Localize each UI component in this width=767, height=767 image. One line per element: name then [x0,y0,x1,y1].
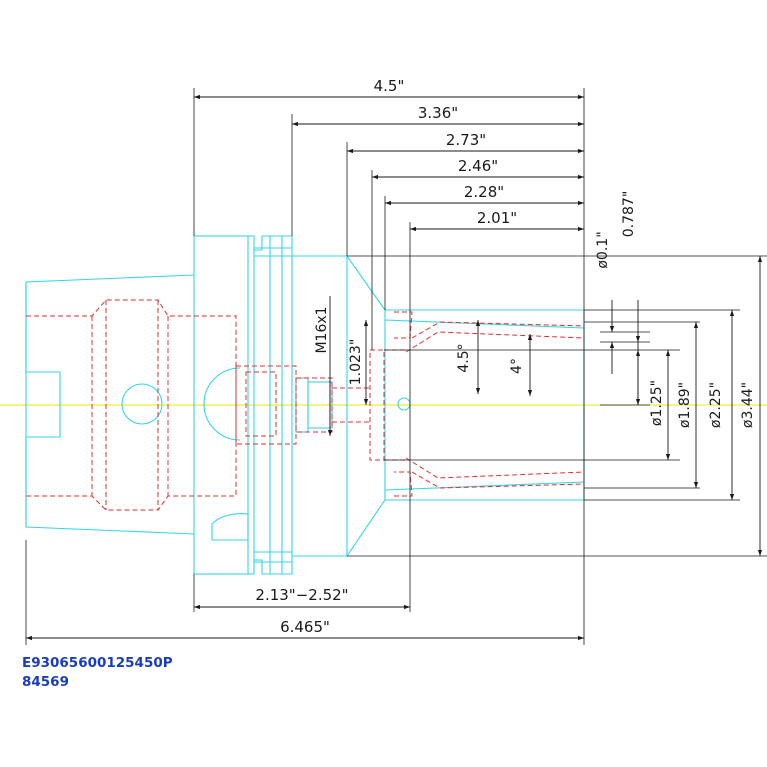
dim-1-023-label: 1.023" [348,339,364,386]
part-number: E93065600125450P [22,655,173,671]
vertical-dimensions [327,256,763,556]
dia-3-44-label: ø3.44" [740,382,756,428]
dim-2-28-label: 2.28" [464,183,504,201]
dia-0-1-label: ø0.1" [595,231,611,268]
dim-2-01-label: 2.01" [477,209,517,227]
item-number: 84569 [22,674,69,690]
dia-2-25-label: ø2.25" [708,382,724,428]
hidden-lines [26,299,585,511]
thread-label: M16x1 [314,306,330,353]
part-info: E93065600125450P 84569 [22,654,173,692]
dim-2-46-label: 2.46" [458,157,498,175]
angle-4-5-label: 4.5° [456,343,472,372]
dim-2-73-label: 2.73" [446,131,486,149]
dim-3-36-label: 3.36" [418,104,458,122]
dim-4-5-label: 4.5" [374,77,405,95]
angle-4-label: 4° [509,358,525,374]
total-length-label: 6.465" [280,618,330,636]
dia-1-89-label: ø1.89" [677,382,693,428]
horizontal-dimensions [26,94,584,641]
dia-1-25-label: ø1.25" [649,380,665,426]
dim-0-787-label: 0.787" [621,191,637,238]
extension-lines [25,88,767,645]
clamping-range-label: 2.13"−2.52" [255,586,348,604]
